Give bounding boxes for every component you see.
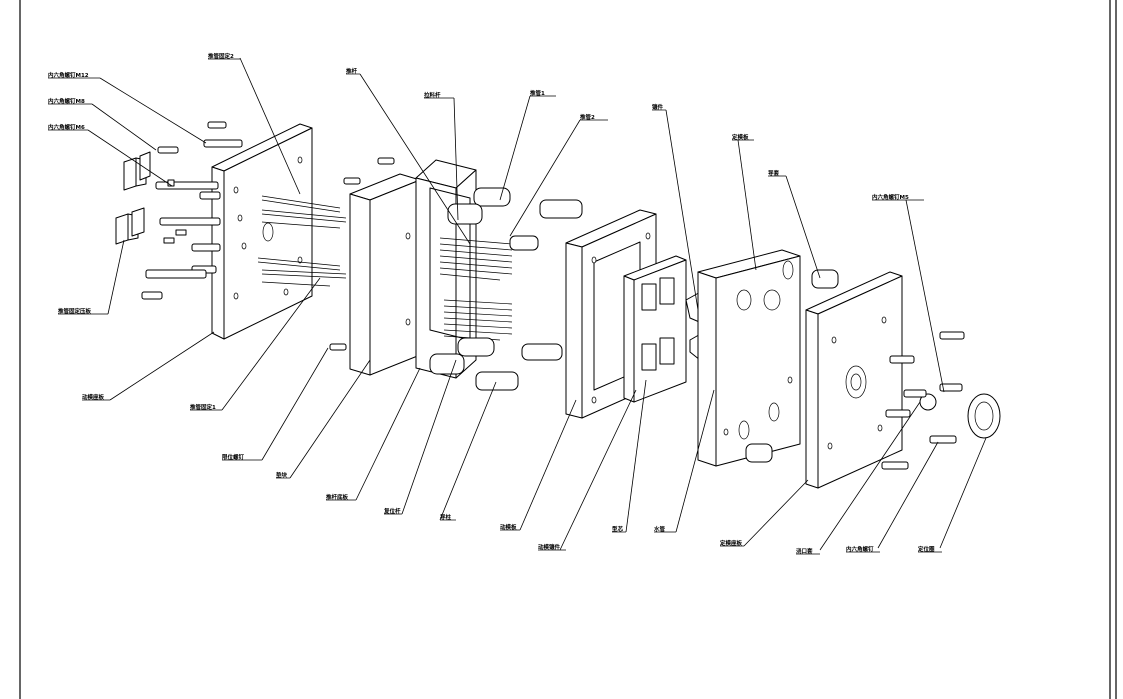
sprue-and-ring <box>881 331 1001 470</box>
drawing-frame <box>19 0 1117 699</box>
label-water-pipe: 水管 <box>654 525 666 533</box>
label-locating-ring: 定位圈 <box>917 545 935 553</box>
label-socket-screw-m12: 内六角螺钉M12 <box>48 71 89 79</box>
label-guide-pillar: 导柱 <box>440 513 452 521</box>
label-socket-screw: 内六角螺钉 <box>846 545 874 553</box>
label-ejector-fix-1: 推管固定1 <box>190 403 216 411</box>
fixed-clamp-plate <box>805 271 903 489</box>
label-ejector-sleeve-1: 推管1 <box>530 89 545 97</box>
springs-return-pins <box>429 187 539 375</box>
moving-clamp-plate <box>211 123 313 340</box>
label-ejector-retainer-plate: 推杆底板 <box>326 493 349 501</box>
label-socket-screw-m8: 内六角螺钉M8 <box>48 97 85 105</box>
label-core: 型芯 <box>612 525 624 533</box>
moving-insert <box>623 255 687 403</box>
label-moving-insert: 动模镶件 <box>538 543 561 551</box>
fixed-plate <box>697 249 801 467</box>
label-push-rod: 推杆 <box>346 67 358 75</box>
leader-lines <box>87 57 987 551</box>
labels: 推管固定2 内六角螺钉M12 内六角螺钉M8 内六角螺钉M6 推管固定压板 动模… <box>48 52 942 555</box>
ejector-rods-left <box>257 195 347 287</box>
label-fixed-clamp-plate: 定模座板 <box>719 539 743 547</box>
label-sprue-puller: 拉料杆 <box>424 91 441 99</box>
label-spacer-block: 垫块 <box>276 471 288 479</box>
guide-pillars <box>475 199 583 391</box>
label-guide-bush: 导套 <box>768 169 780 177</box>
label-ejector-fix-plate-2: 推管固定2 <box>208 52 234 60</box>
label-ejector-fix-pressplate: 推管固定压板 <box>58 307 92 315</box>
spacer-block <box>349 173 421 376</box>
label-moving-clamp-plate: 动模座板 <box>82 393 105 401</box>
label-fixed-plate: 定模板 <box>731 133 749 141</box>
label-socket-screw-m5: 内六角螺钉M5 <box>872 193 909 201</box>
label-sprue-bush: 浇口套 <box>796 547 813 555</box>
label-socket-screw-m6: 内六角螺钉M6 <box>48 123 85 131</box>
ejector-fix-pressplates <box>115 151 151 245</box>
label-locating-screw: 限位螺钉 <box>222 453 245 461</box>
label-fixed-insert: 镶件 <box>652 103 664 111</box>
label-moving-plate: 动模板 <box>500 523 517 531</box>
ejector-pin-cluster <box>439 237 513 341</box>
label-return-pin: 复位杆 <box>383 507 401 515</box>
socket-screws-left <box>141 121 395 351</box>
label-ejector-sleeve-2: 推管2 <box>580 113 595 121</box>
